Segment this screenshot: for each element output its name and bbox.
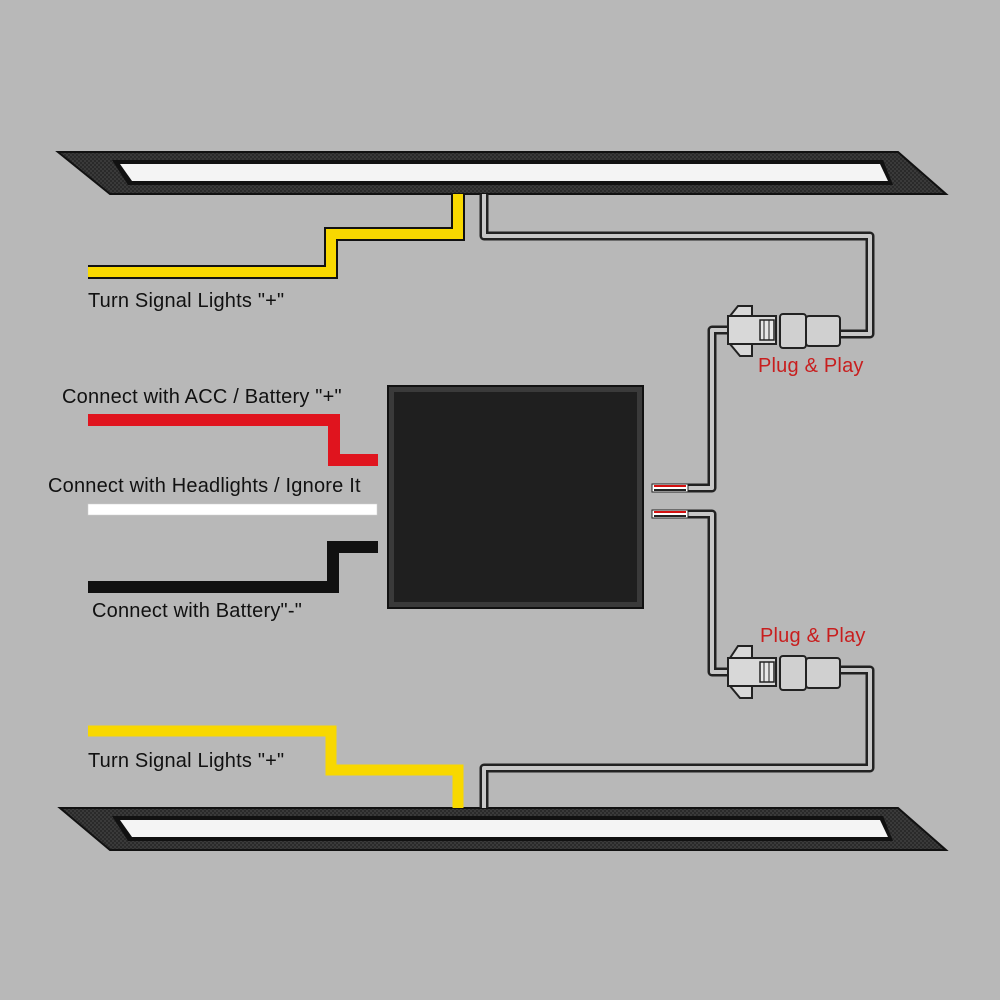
headlights-wire bbox=[87, 503, 378, 516]
led-cable-top bbox=[479, 194, 875, 339]
plug-play-top-label: Plug & Play bbox=[758, 355, 864, 377]
headlights-label: Connect with Headlights / Ignore It bbox=[48, 475, 361, 497]
turn-signal-bottom-label: Turn Signal Lights "+" bbox=[88, 750, 285, 772]
acc-battery-label: Connect with ACC / Battery "+" bbox=[62, 386, 342, 408]
connector-top bbox=[727, 305, 841, 357]
battery-negative-wire bbox=[88, 541, 378, 593]
connector-bottom bbox=[727, 645, 841, 699]
control-module bbox=[387, 385, 644, 609]
plug-play-bottom-label: Plug & Play bbox=[760, 625, 866, 647]
acc-battery-wire bbox=[88, 414, 378, 466]
module-leads bbox=[651, 483, 689, 519]
module-cable-top bbox=[688, 325, 730, 493]
module-cable-bottom bbox=[688, 509, 730, 677]
turn-signal-top-label: Turn Signal Lights "+" bbox=[88, 290, 285, 312]
led-cable-bottom bbox=[479, 665, 875, 808]
battery-negative-label: Connect with Battery"-" bbox=[92, 600, 302, 622]
bottom-led-bar bbox=[57, 807, 949, 851]
top-led-bar bbox=[55, 151, 949, 195]
turn-signal-wire-bottom bbox=[88, 725, 464, 808]
